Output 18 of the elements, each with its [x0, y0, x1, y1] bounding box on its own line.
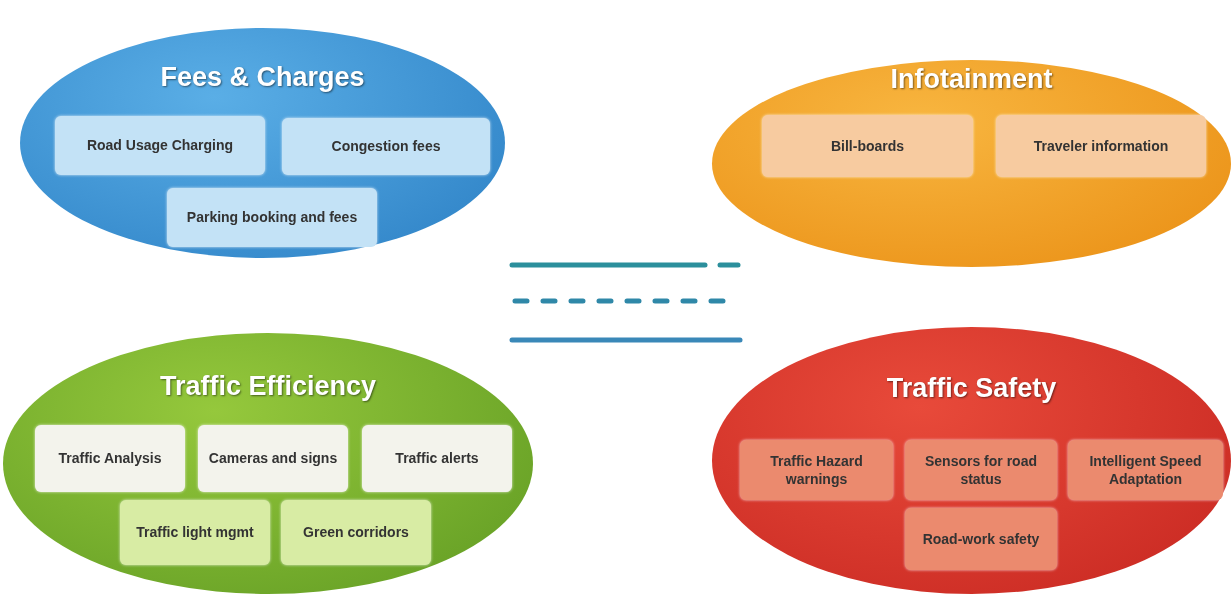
feature-card: Bill-boards [762, 115, 973, 177]
feature-card: Green corridors [281, 500, 431, 565]
feature-card: Intelligent Speed Adaptation [1068, 440, 1223, 500]
feature-card: Cameras and signs [198, 425, 348, 492]
feature-card: Congestion fees [282, 118, 490, 175]
feature-card: Traveler information [996, 115, 1206, 177]
feature-card: Traffic light mgmt [120, 500, 270, 565]
category-heading: Traffic Safety [886, 373, 1057, 404]
feature-card: Traffic Hazard warnings [740, 440, 893, 500]
feature-card: Sensors for road status [905, 440, 1057, 500]
feature-card: Traffic alerts [362, 425, 512, 492]
category-heading: Traffic Efficiency [159, 371, 377, 402]
feature-card: Traffic Analysis [35, 425, 185, 492]
category-heading: Fees & Charges [160, 62, 365, 93]
category-heading: Infotainment [890, 64, 1053, 95]
feature-card: Road Usage Charging [55, 116, 265, 175]
feature-card: Road-work safety [905, 508, 1057, 570]
feature-card: Parking booking and fees [167, 188, 377, 247]
